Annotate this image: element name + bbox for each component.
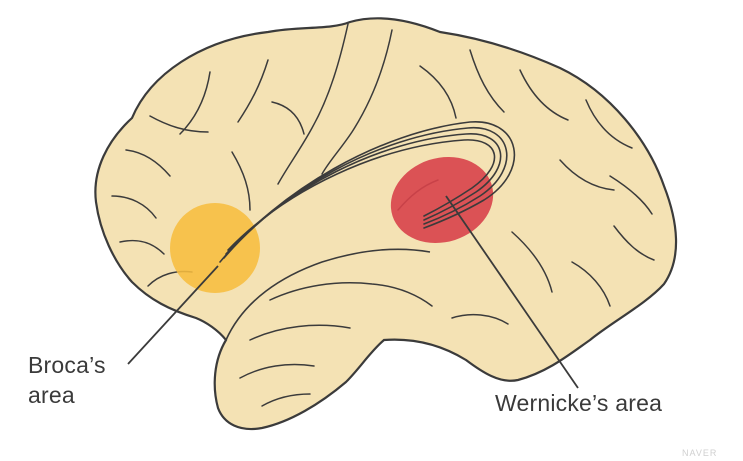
wernickes-area-highlight: [390, 156, 494, 244]
watermark: NAVER: [682, 448, 718, 458]
wernicke-label: Wernicke’s area: [495, 390, 663, 416]
broca-pointer-line: [127, 265, 219, 365]
brain-sulci: [111, 23, 655, 407]
broca-label-line2: area: [28, 382, 75, 408]
wernicke-pointer-line: [445, 195, 579, 389]
brain-outline: [94, 17, 678, 431]
brocas-area-highlight: [170, 203, 260, 293]
sylvian-fissure: [225, 248, 431, 341]
arcuate-fasciculus: [219, 121, 516, 263]
broca-label-line1: Broca’s: [28, 352, 106, 378]
